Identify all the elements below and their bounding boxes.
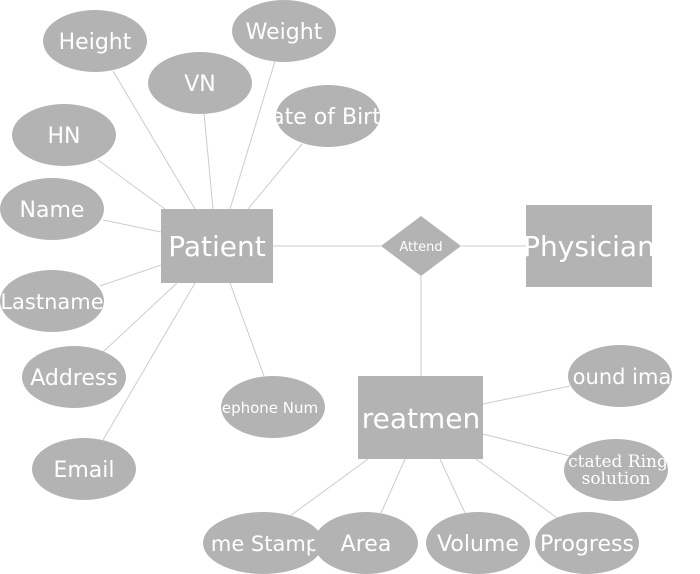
attribute-label: Weight xyxy=(246,20,323,45)
attribute-label: Name xyxy=(20,198,85,223)
attribute-address[interactable]: Address xyxy=(22,346,126,408)
attribute-area[interactable]: Area xyxy=(314,512,418,574)
attribute-height[interactable]: Height xyxy=(43,10,147,72)
connector-lastname xyxy=(99,264,162,287)
attribute-label: ound ima xyxy=(573,365,672,389)
connector-phone xyxy=(229,282,265,377)
attribute-label: ephone Num xyxy=(222,399,318,417)
attribute-label-line1: ctated Ring xyxy=(568,452,668,472)
attribute-label: Height xyxy=(59,30,132,55)
connector-email xyxy=(102,282,196,441)
attribute-progress[interactable]: Progress xyxy=(535,512,639,574)
entity-physician[interactable]: Physician xyxy=(523,205,655,287)
attribute-time-stamp[interactable]: me Stamp xyxy=(203,512,323,574)
connector-timestamp xyxy=(289,458,369,517)
attribute-label: VN xyxy=(184,72,216,97)
attribute-label: me Stamp xyxy=(211,532,319,556)
connector-height xyxy=(112,70,196,210)
attribute-lactated-ringer-solution[interactable]: ctated Ring solution xyxy=(564,439,668,501)
attribute-label: Address xyxy=(30,366,118,391)
attribute-name[interactable]: Name xyxy=(0,178,104,240)
attribute-label: ate of Birt xyxy=(271,105,381,130)
entity-label: Physician xyxy=(523,230,655,263)
attribute-email[interactable]: Email xyxy=(32,438,136,500)
attribute-label: Lastname xyxy=(0,290,103,314)
attribute-lastname[interactable]: Lastname xyxy=(0,270,104,332)
attribute-label: Area xyxy=(341,532,392,557)
connector-progress xyxy=(475,458,561,521)
connector-wound xyxy=(482,385,571,405)
attribute-vn[interactable]: VN xyxy=(148,52,252,114)
connectors xyxy=(97,60,571,521)
attribute-date-of-birth[interactable]: ate of Birt xyxy=(271,85,381,147)
connector-dob xyxy=(247,143,303,210)
relationship-attend[interactable]: Attend xyxy=(381,216,461,276)
connector-lactated xyxy=(482,433,571,457)
entity-treatment[interactable]: reatmen xyxy=(358,376,483,459)
connector-volume xyxy=(439,458,466,514)
connector-address xyxy=(102,282,178,353)
attribute-hn[interactable]: HN xyxy=(12,104,116,166)
attribute-volume[interactable]: Volume xyxy=(426,512,530,574)
attribute-wound-image[interactable]: ound ima xyxy=(568,345,672,407)
connector-hn xyxy=(97,159,166,210)
attribute-label: Progress xyxy=(540,532,634,557)
connector-weight xyxy=(229,60,276,210)
attribute-telephone-number[interactable]: ephone Num xyxy=(221,376,325,438)
relationship-label: Attend xyxy=(399,240,442,255)
connector-name xyxy=(102,219,162,233)
connector-area xyxy=(380,458,406,514)
attribute-label: Email xyxy=(53,458,114,483)
attribute-label: Volume xyxy=(437,532,519,557)
attribute-label-line2: solution xyxy=(582,469,651,489)
attribute-weight[interactable]: Weight xyxy=(232,0,336,62)
attribute-label: HN xyxy=(48,124,81,149)
connector-vn xyxy=(203,112,214,210)
entity-label: reatmen xyxy=(362,402,481,435)
entity-label: Patient xyxy=(168,230,266,263)
entity-patient[interactable]: Patient xyxy=(161,209,273,283)
